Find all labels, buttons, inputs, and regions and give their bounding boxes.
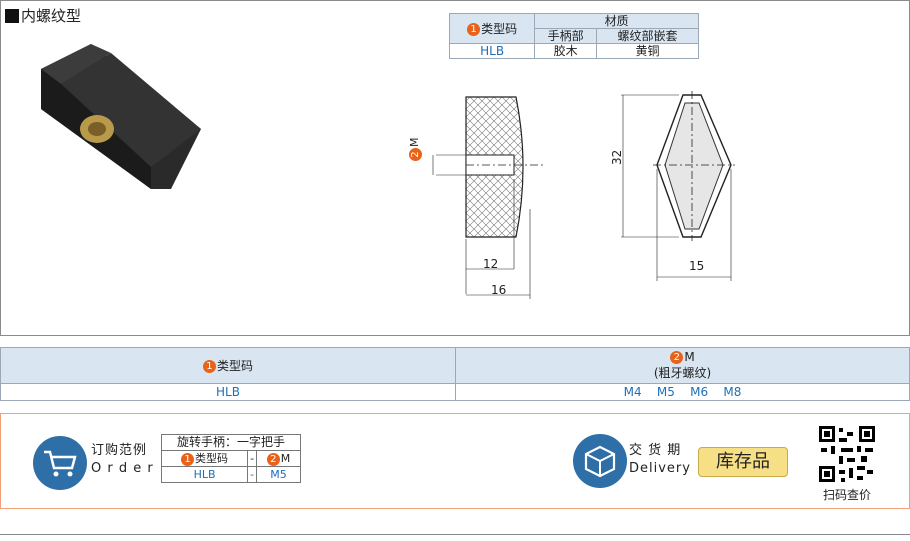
insert-material: 黄铜: [596, 43, 699, 59]
handle-header: 手柄部: [534, 28, 598, 44]
dim-15: 15: [689, 259, 705, 273]
order-example-title: 旋转手柄：一字把手: [161, 434, 301, 451]
order-label: 订购范例 O r d e r: [91, 442, 154, 478]
section-title: 内螺纹型: [5, 5, 81, 26]
section-title-text: 内螺纹型: [21, 7, 82, 25]
spec-type-value: HLB: [0, 383, 456, 401]
order-type-value: HLB: [160, 466, 249, 483]
order-dash-1: -: [247, 450, 258, 467]
dim-32: 32: [610, 149, 624, 165]
order-label-cn: 订购范例: [91, 443, 148, 458]
stock-badge: 库存品: [698, 447, 788, 477]
qr-label: 扫码查价: [822, 488, 871, 502]
handle-material: 胶木: [534, 43, 598, 59]
title-square-icon: [5, 8, 19, 23]
qr-code-icon[interactable]: [817, 424, 877, 484]
insert-header: 螺纹部嵌套: [596, 28, 699, 44]
order-m-value: M5: [256, 466, 301, 483]
cart-icon: [33, 436, 87, 490]
material-header: 材质: [534, 13, 699, 29]
spec-m-sub: (粗牙螺纹): [653, 366, 712, 380]
thread-m-label: 2M: [408, 138, 422, 161]
order-label-en: O r d e r: [91, 461, 154, 476]
product-image: [41, 44, 201, 189]
delivery-label: 交 货 期 Delivery: [629, 442, 691, 478]
side-view-drawing: [432, 96, 546, 299]
dim-16: 16: [491, 283, 507, 297]
bottom-divider: [0, 534, 910, 541]
dim-12: 12: [483, 257, 499, 271]
order-dash-2: -: [247, 466, 258, 483]
type-code-value: HLB: [448, 43, 536, 59]
spec-m-values: M4 M5 M6 M8: [455, 383, 910, 401]
delivery-label-cn: 交 货 期: [629, 443, 682, 458]
front-view-drawing: [621, 91, 735, 281]
delivery-box-icon: [573, 434, 627, 488]
delivery-label-en: Delivery: [629, 461, 691, 476]
